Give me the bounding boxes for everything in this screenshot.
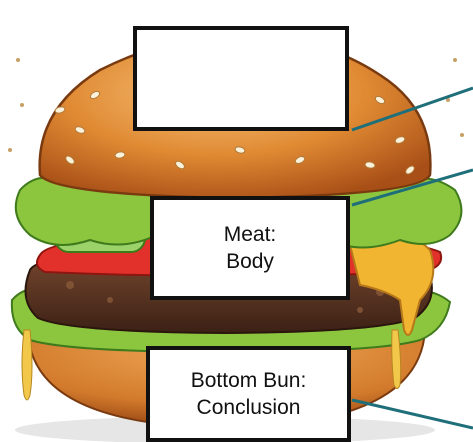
top-bun-label-box bbox=[133, 26, 349, 131]
meat-label: Meat: Body bbox=[223, 223, 277, 273]
sauce-drips bbox=[21, 329, 402, 401]
meat-label-box: Meat: Body bbox=[150, 196, 350, 300]
sesame-seeds bbox=[54, 90, 415, 175]
splatter-dots bbox=[8, 58, 464, 152]
bottom-bun-label-box: Bottom Bun: Conclusion bbox=[146, 346, 351, 442]
pointer-lines bbox=[351, 86, 473, 430]
bottom-bun-label: Bottom Bun: Conclusion bbox=[190, 369, 307, 419]
